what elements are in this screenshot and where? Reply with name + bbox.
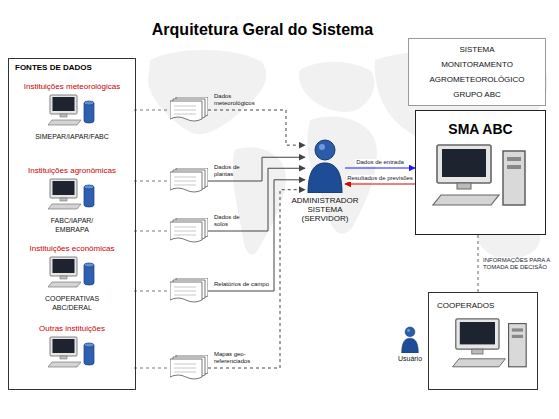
system-box: SMA ABC: [415, 110, 546, 235]
computer-node: Instituições econômicasCOOPERATIVAS ABC/…: [10, 244, 134, 312]
connector: [208, 110, 305, 145]
document-label: Dados meteorológicos: [214, 93, 260, 107]
computer-icon: [431, 143, 531, 215]
system-title-box: SISTEMA MONITORAMENTO AGROMETEOROLÓGICO …: [408, 38, 546, 106]
institution-heading: Instituições meteorológicas: [24, 82, 121, 92]
group-heading: FONTES DE DADOS: [15, 63, 92, 73]
continent-shape: [299, 62, 374, 112]
document-label: Relatórios de campo: [214, 281, 286, 288]
connector-label: INFORMAÇÕES PARA A TOMADA DE DECISÃO: [482, 257, 556, 271]
document-icon: [170, 355, 208, 381]
members-heading: COOPERADOS: [437, 301, 537, 311]
connector: [345, 168, 415, 169]
connector: [208, 190, 305, 368]
system-name: SMA ABC: [448, 121, 512, 137]
computer-icon: [451, 317, 531, 375]
connector: [208, 180, 305, 291]
document-label: Dados de plantas: [214, 164, 248, 178]
document-node: Mapas geo-referenciados: [170, 355, 208, 381]
computer-node: Outras instituições: [10, 324, 134, 374]
document-icon: [170, 97, 208, 123]
computer-node: Instituições agronômicasFABC/IAPAR/ EMBR…: [10, 166, 134, 234]
continent-shape: [148, 50, 266, 134]
members-box: COOPERADOS: [428, 292, 538, 390]
connector-label: Dados de entrada: [355, 159, 405, 166]
institution-heading: Instituições agronômicas: [28, 166, 116, 176]
connector: [208, 157, 305, 181]
document-node: Dados de plantas: [170, 168, 208, 194]
institution-names: SIMEPAR/IAPAR/FABC: [22, 132, 122, 141]
connector-label: Resultados de previsões: [346, 175, 414, 182]
connector: [478, 235, 479, 292]
document-icon: [170, 218, 208, 244]
server-label: ADMINISTRADOR SISTEMA (SERVIDOR): [285, 196, 365, 223]
computer-icon: [47, 336, 97, 372]
connector: [134, 368, 170, 369]
document-node: Dados de solos: [170, 218, 208, 244]
continent-shape: [233, 147, 286, 255]
institution-names: COOPERATIVAS ABC/DERAL: [40, 294, 104, 312]
server-admin-node: ADMINISTRADOR SISTEMA (SERVIDOR): [305, 138, 345, 193]
computer-icon: [47, 94, 97, 130]
user-person-icon: [400, 326, 420, 353]
document-icon: [170, 168, 208, 194]
source-group-box: FONTES DE DADOS Instituições meteorológic…: [8, 58, 136, 390]
document-label: Dados de solos: [214, 214, 244, 228]
user-label: Usuário: [394, 355, 426, 363]
connector: [134, 231, 170, 232]
connector: [134, 291, 170, 292]
document-label: Mapas geo-referenciados: [214, 351, 254, 365]
connector: [134, 181, 170, 182]
system-title: SISTEMA MONITORAMENTO AGROMETEOROLÓGICO …: [427, 42, 527, 102]
institution-heading: Instituições econômicas: [30, 244, 115, 254]
connector: [134, 110, 170, 111]
document-node: Relatórios de campo: [170, 278, 208, 304]
computer-node: Instituições meteorológicasSIMEPAR/IAPAR…: [10, 82, 134, 141]
computer-icon: [47, 256, 97, 292]
document-node: Dados meteorológicos: [170, 97, 208, 123]
document-icon: [170, 278, 208, 304]
person-icon: [305, 138, 345, 193]
computer-icon: [47, 178, 97, 214]
connector: [208, 168, 305, 231]
institution-names: FABC/IAPAR/ EMBRAPA: [40, 216, 104, 234]
institution-heading: Outras instituições: [39, 324, 105, 334]
diagram-title: Arquitetura Geral do Sistema: [100, 20, 425, 40]
connector: [345, 184, 415, 185]
